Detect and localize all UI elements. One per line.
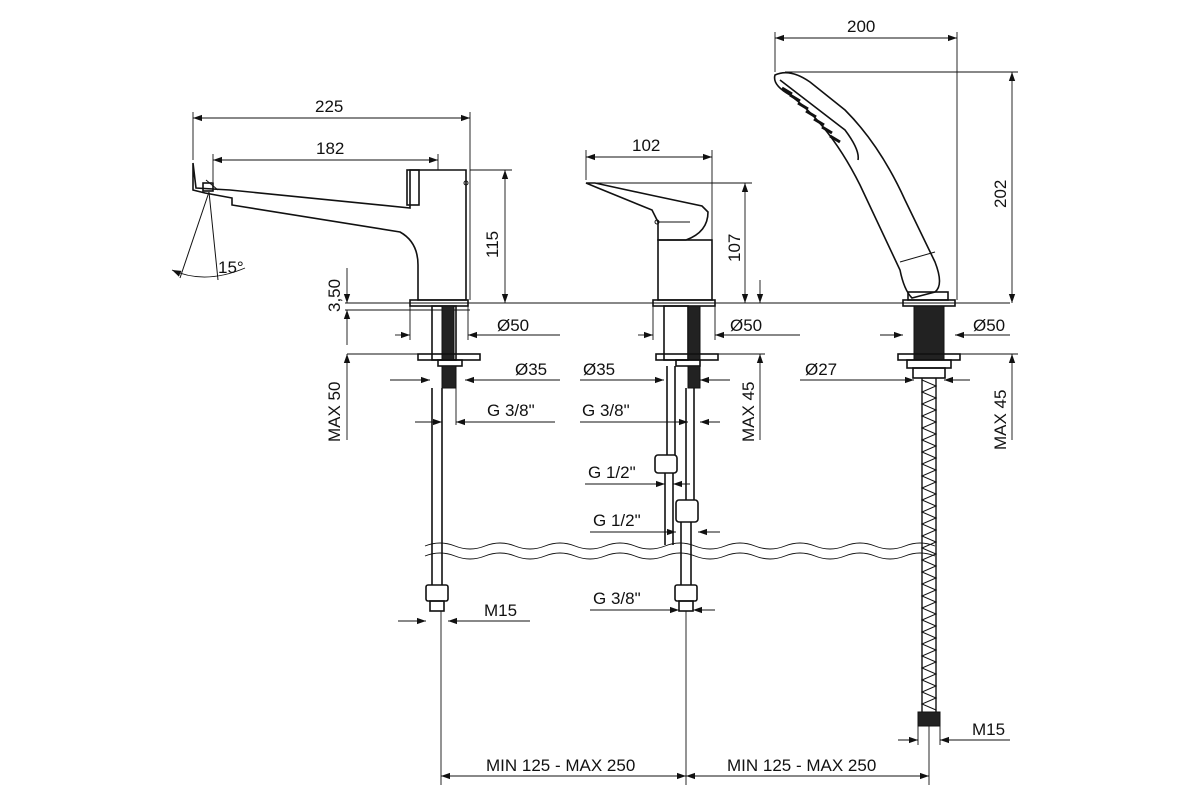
dim-107-label: 107 (725, 234, 744, 262)
break-line-bottom (424, 552, 936, 560)
dim-225-label: 225 (315, 97, 343, 116)
dia50-right-label: Ø50 (973, 316, 1005, 335)
hose-end-mid (674, 584, 698, 602)
shower-shank (913, 305, 945, 361)
aerator (202, 182, 214, 192)
spray-nozzles (781, 86, 841, 144)
spray-angle-label: 15° (218, 258, 244, 277)
dia50-left-label: Ø50 (497, 316, 529, 335)
dim-202-label: 202 (991, 180, 1010, 208)
max50-label: MAX 50 (325, 382, 344, 442)
hose-end-right (917, 711, 941, 727)
dia50-mid-label: Ø50 (730, 316, 762, 335)
dim-350-label: 3,50 (325, 279, 344, 312)
fitting-g12-b (675, 499, 699, 523)
spout-faucet (192, 162, 481, 612)
spout-connector (441, 365, 457, 389)
mixer-connector (687, 365, 701, 389)
mixer-thread (687, 305, 701, 361)
dim-102-label: 102 (632, 136, 660, 155)
max45-right-label: MAX 45 (991, 390, 1010, 450)
dia27-right-label: Ø27 (805, 360, 837, 379)
spout-thread (441, 305, 455, 361)
spacing-right-label: MIN 125 - MAX 250 (727, 756, 876, 775)
fitting-g12-a (654, 454, 678, 474)
shower-nut (906, 359, 952, 369)
hand-shower (773, 71, 961, 727)
g12b-label: G 1/2" (593, 511, 641, 530)
spout-nut (437, 359, 463, 367)
max45-mid-label: MAX 45 (739, 382, 758, 442)
g38-left-label: G 3/8" (487, 401, 535, 420)
hose-end-left (425, 584, 449, 602)
dia35-mid-label: Ø35 (583, 360, 615, 379)
dim-115-label: 115 (483, 231, 502, 258)
dim-200-label: 200 (847, 17, 875, 36)
mixer-valve (585, 182, 719, 612)
lever-pin (463, 180, 469, 186)
lever-cap (406, 169, 420, 206)
break-line-top (424, 542, 936, 550)
spray-line-2 (208, 191, 219, 281)
hose-tip-left (429, 600, 445, 612)
shower-head (773, 71, 941, 299)
spacing-left-label: MIN 125 - MAX 250 (486, 756, 635, 775)
mixer-body (657, 239, 713, 301)
angle-arc (171, 267, 246, 278)
m15-left-label: M15 (484, 601, 517, 620)
dia35-left-label: Ø35 (515, 360, 547, 379)
mixer-shank (663, 305, 689, 361)
g38-mid-label: G 3/8" (582, 401, 630, 420)
dim-182-label: 182 (316, 139, 344, 158)
spray-line-1 (179, 191, 210, 279)
g12a-label: G 1/2" (588, 463, 636, 482)
mixer-washer (655, 353, 719, 361)
m15-right-label: M15 (972, 720, 1005, 739)
g38-mid-bottom-label: G 3/8" (593, 589, 641, 608)
